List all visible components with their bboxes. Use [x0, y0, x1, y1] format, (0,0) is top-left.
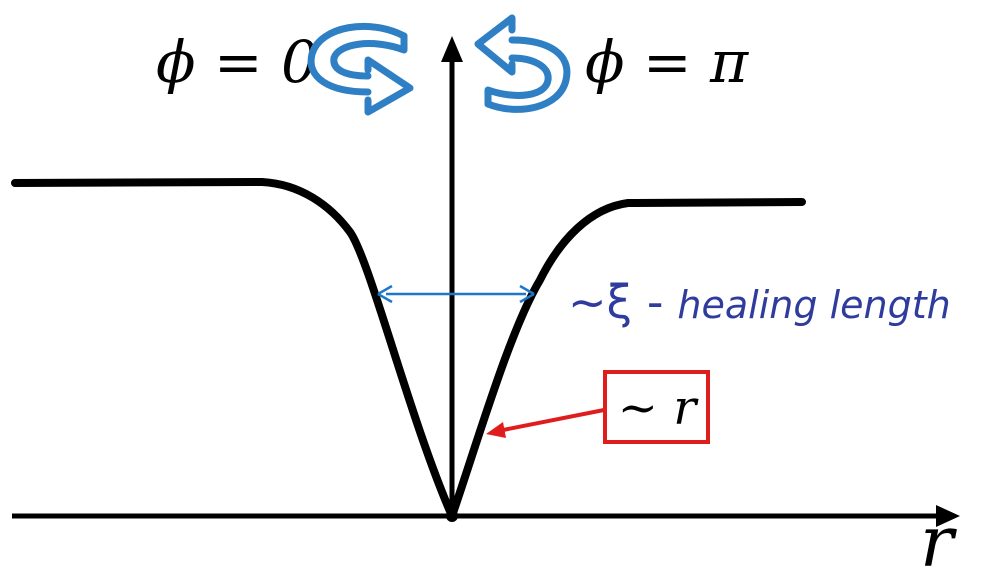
- origin-point: [446, 510, 458, 522]
- vertical-axis: [441, 36, 463, 516]
- r-axis: [12, 505, 960, 527]
- phi-pi-label: ϕ = π: [585, 28, 749, 96]
- phi-zero-label: ϕ = 0: [156, 28, 318, 96]
- linear-label: ~ r: [618, 380, 699, 436]
- linear-label-box: [603, 370, 710, 444]
- rotation-arrow-icon: [474, 14, 571, 113]
- healing-length-arrow: [377, 284, 535, 304]
- linear-arrow-head: [486, 422, 506, 438]
- r-axis-label: r: [920, 501, 957, 571]
- rotation-arrow-icon: [307, 22, 414, 116]
- linear-arrow: [502, 408, 605, 432]
- healing-length-label: ~ξ - healing length: [568, 275, 951, 329]
- linear-behavior-callout: ~ r: [486, 370, 710, 444]
- vortex-profile-curve: [11, 178, 806, 520]
